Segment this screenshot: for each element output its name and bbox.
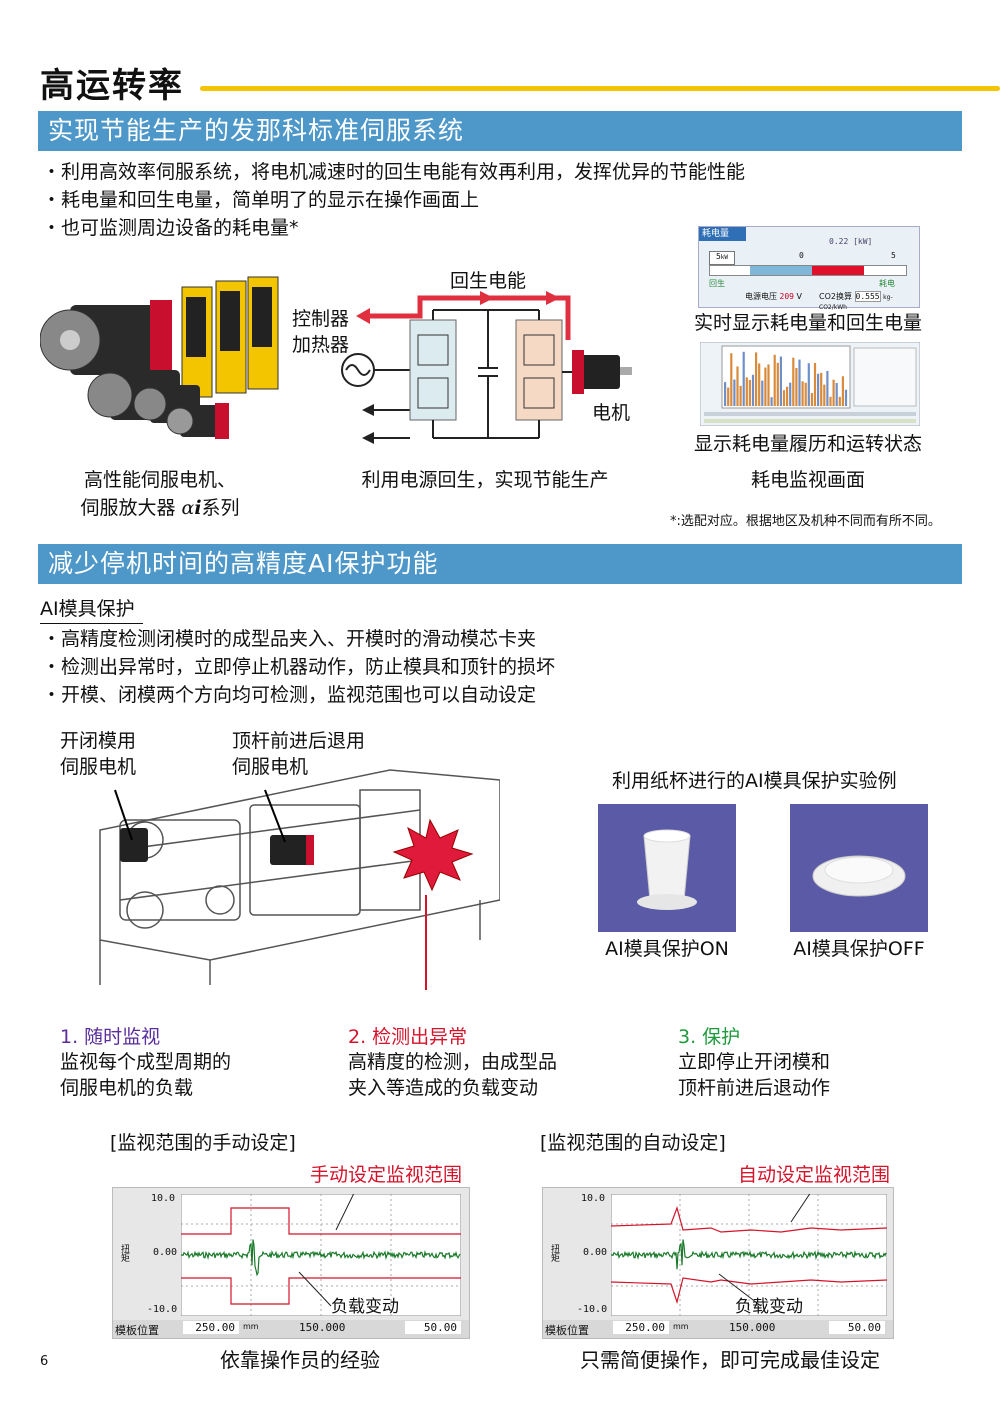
history-bar bbox=[789, 382, 792, 406]
history-bar bbox=[755, 352, 758, 406]
history-bar bbox=[779, 356, 782, 406]
history-bar bbox=[758, 363, 761, 406]
auto-plot bbox=[611, 1194, 887, 1316]
machine-label-ejector: 顶杆前进后退用 伺服电机 bbox=[232, 730, 366, 778]
manual-load-label: 负载变动 bbox=[331, 1297, 399, 1317]
history-bar bbox=[826, 370, 829, 406]
motor-label: 电机 bbox=[592, 402, 631, 424]
history-bar bbox=[773, 354, 776, 406]
history-bar bbox=[724, 382, 727, 406]
servo-products-image bbox=[40, 276, 279, 439]
history-bar bbox=[810, 393, 813, 406]
history-bar bbox=[767, 364, 770, 406]
section2-title: 减少停机时间的高精度AI保护功能 bbox=[38, 544, 962, 584]
history-bar bbox=[770, 397, 773, 406]
history-bar bbox=[807, 363, 810, 406]
cup-off-caption: AI模具保护OFF bbox=[793, 938, 925, 960]
section2-bullets: 高精度检测闭模时的成型品夹入、开模时的滑动模芯卡夹 检测出异常时，立即停止机器动… bbox=[42, 625, 555, 709]
history-bar bbox=[742, 351, 745, 406]
step-2: 2. 检测出异常 高精度的检测，由成型品 夹入等造成的负载变动 bbox=[348, 1026, 558, 1099]
screen2-caption1: 显示耗电量履历和运转状态 bbox=[693, 433, 922, 455]
auto-chart: 10.0 0.00 -10.0 扭矩 负载变动 模板位置 250.00 mm 1… bbox=[542, 1187, 894, 1339]
history-bar bbox=[829, 396, 832, 406]
manual-chart-heading: [监视范围的手动设定] bbox=[110, 1132, 296, 1154]
history-bar bbox=[820, 372, 823, 406]
step-3: 3. 保护 立即停止开闭模和 顶杆前进后退动作 bbox=[678, 1026, 831, 1099]
history-bar bbox=[764, 367, 767, 406]
history-bar bbox=[745, 377, 748, 406]
history-bar bbox=[835, 382, 838, 406]
history-bar bbox=[761, 380, 764, 406]
history-bar bbox=[838, 396, 841, 406]
bullet: 利用高效率伺服系统，将电机减速时的回生电能有效再利用，发挥优异的节能性能 bbox=[42, 158, 745, 186]
page-title: 高运转率 bbox=[40, 66, 184, 106]
history-bar bbox=[832, 379, 835, 406]
history-bar bbox=[730, 353, 733, 406]
page-number: 6 bbox=[40, 1354, 49, 1369]
cup-off-photo bbox=[790, 804, 928, 932]
manual-plot bbox=[181, 1194, 461, 1316]
regen-label: 回生电能 bbox=[450, 270, 527, 292]
bullet: 耗电量和回生电量，简单明了的显示在操作画面上 bbox=[42, 186, 745, 214]
product-caption: 高性能伺服电机、 伺服放大器 αi系列 bbox=[80, 469, 240, 519]
regen-circuit-diagram bbox=[341, 291, 632, 444]
history-bar bbox=[727, 387, 730, 406]
auto-load-label: 负载变动 bbox=[735, 1297, 803, 1317]
section1-bullets: 利用高效率伺服系统，将电机减速时的回生电能有效再利用，发挥优异的节能性能 耗电量… bbox=[42, 158, 745, 242]
history-bar bbox=[748, 379, 751, 406]
history-bar bbox=[795, 368, 798, 406]
history-bar bbox=[841, 376, 844, 406]
history-bar bbox=[792, 357, 795, 406]
power-history-screen bbox=[700, 342, 920, 426]
manual-range-label: 手动设定监视范围 bbox=[310, 1164, 463, 1186]
heater-label: 控制器 加热器 bbox=[292, 308, 350, 356]
footnote: *:选配对应。根据地区及机种不同而有所不同。 bbox=[670, 514, 941, 529]
auto-range-label: 自动设定监视范围 bbox=[738, 1164, 891, 1186]
manual-caption: 依靠操作员的经验 bbox=[220, 1348, 380, 1372]
cup-on-photo bbox=[598, 804, 736, 932]
power-monitor-screen: 耗电量 0.22 [kW] 5kW 0 5 回生 耗电 电源电压 209 V C… bbox=[698, 226, 920, 311]
history-bar bbox=[817, 373, 820, 406]
manual-chart: 10.0 0.00 -10.0 扭矩 负载变动 模板位置 250.00 mm 1… bbox=[112, 1187, 470, 1339]
history-bar bbox=[804, 382, 807, 406]
machine-label-clamp: 开闭模用 伺服电机 bbox=[60, 730, 137, 778]
cup-on-caption: AI模具保护ON bbox=[605, 938, 729, 960]
history-bar bbox=[736, 366, 739, 406]
history-bar bbox=[801, 381, 804, 406]
history-bar bbox=[751, 374, 755, 406]
history-bar bbox=[786, 386, 789, 406]
history-bar bbox=[733, 379, 736, 406]
history-bar bbox=[739, 385, 742, 406]
history-bar bbox=[798, 359, 801, 406]
injection-machine-illustration bbox=[99, 769, 500, 990]
auto-caption: 只需简便操作，即可完成最佳设定 bbox=[580, 1348, 880, 1372]
history-bar bbox=[823, 384, 826, 406]
auto-chart-heading: [监视范围的自动设定] bbox=[540, 1132, 726, 1154]
section1-title: 实现节能生产的发那科标准伺服系统 bbox=[38, 111, 962, 151]
section2-subtitle: AI模具保护 bbox=[40, 594, 143, 624]
screen2-caption2: 耗电监视画面 bbox=[750, 469, 865, 491]
history-bar bbox=[813, 362, 817, 406]
bullet: 也可监测周边设备的耗电量* bbox=[42, 214, 745, 242]
title-rule bbox=[200, 86, 1000, 91]
history-bar bbox=[782, 390, 786, 406]
history-bar bbox=[776, 362, 779, 406]
bullet: 高精度检测闭模时的成型品夹入、开模时的滑动模芯卡夹 bbox=[42, 625, 555, 653]
bullet: 开模、闭模两个方向均可检测，监视范围也可以自动设定 bbox=[42, 681, 555, 709]
bullet: 检测出异常时，立即停止机器动作，防止模具和顶针的损坏 bbox=[42, 653, 555, 681]
history-bar bbox=[844, 389, 848, 406]
diagram-caption: 利用电源回生，实现节能生产 bbox=[361, 469, 609, 491]
screen1-caption: 实时显示耗电量和回生电量 bbox=[693, 312, 922, 334]
step-1: 1. 随时监视 监视每个成型周期的 伺服电机的负载 bbox=[60, 1026, 232, 1099]
experiment-title: 利用纸杯进行的AI模具保护实验例 bbox=[612, 770, 897, 792]
